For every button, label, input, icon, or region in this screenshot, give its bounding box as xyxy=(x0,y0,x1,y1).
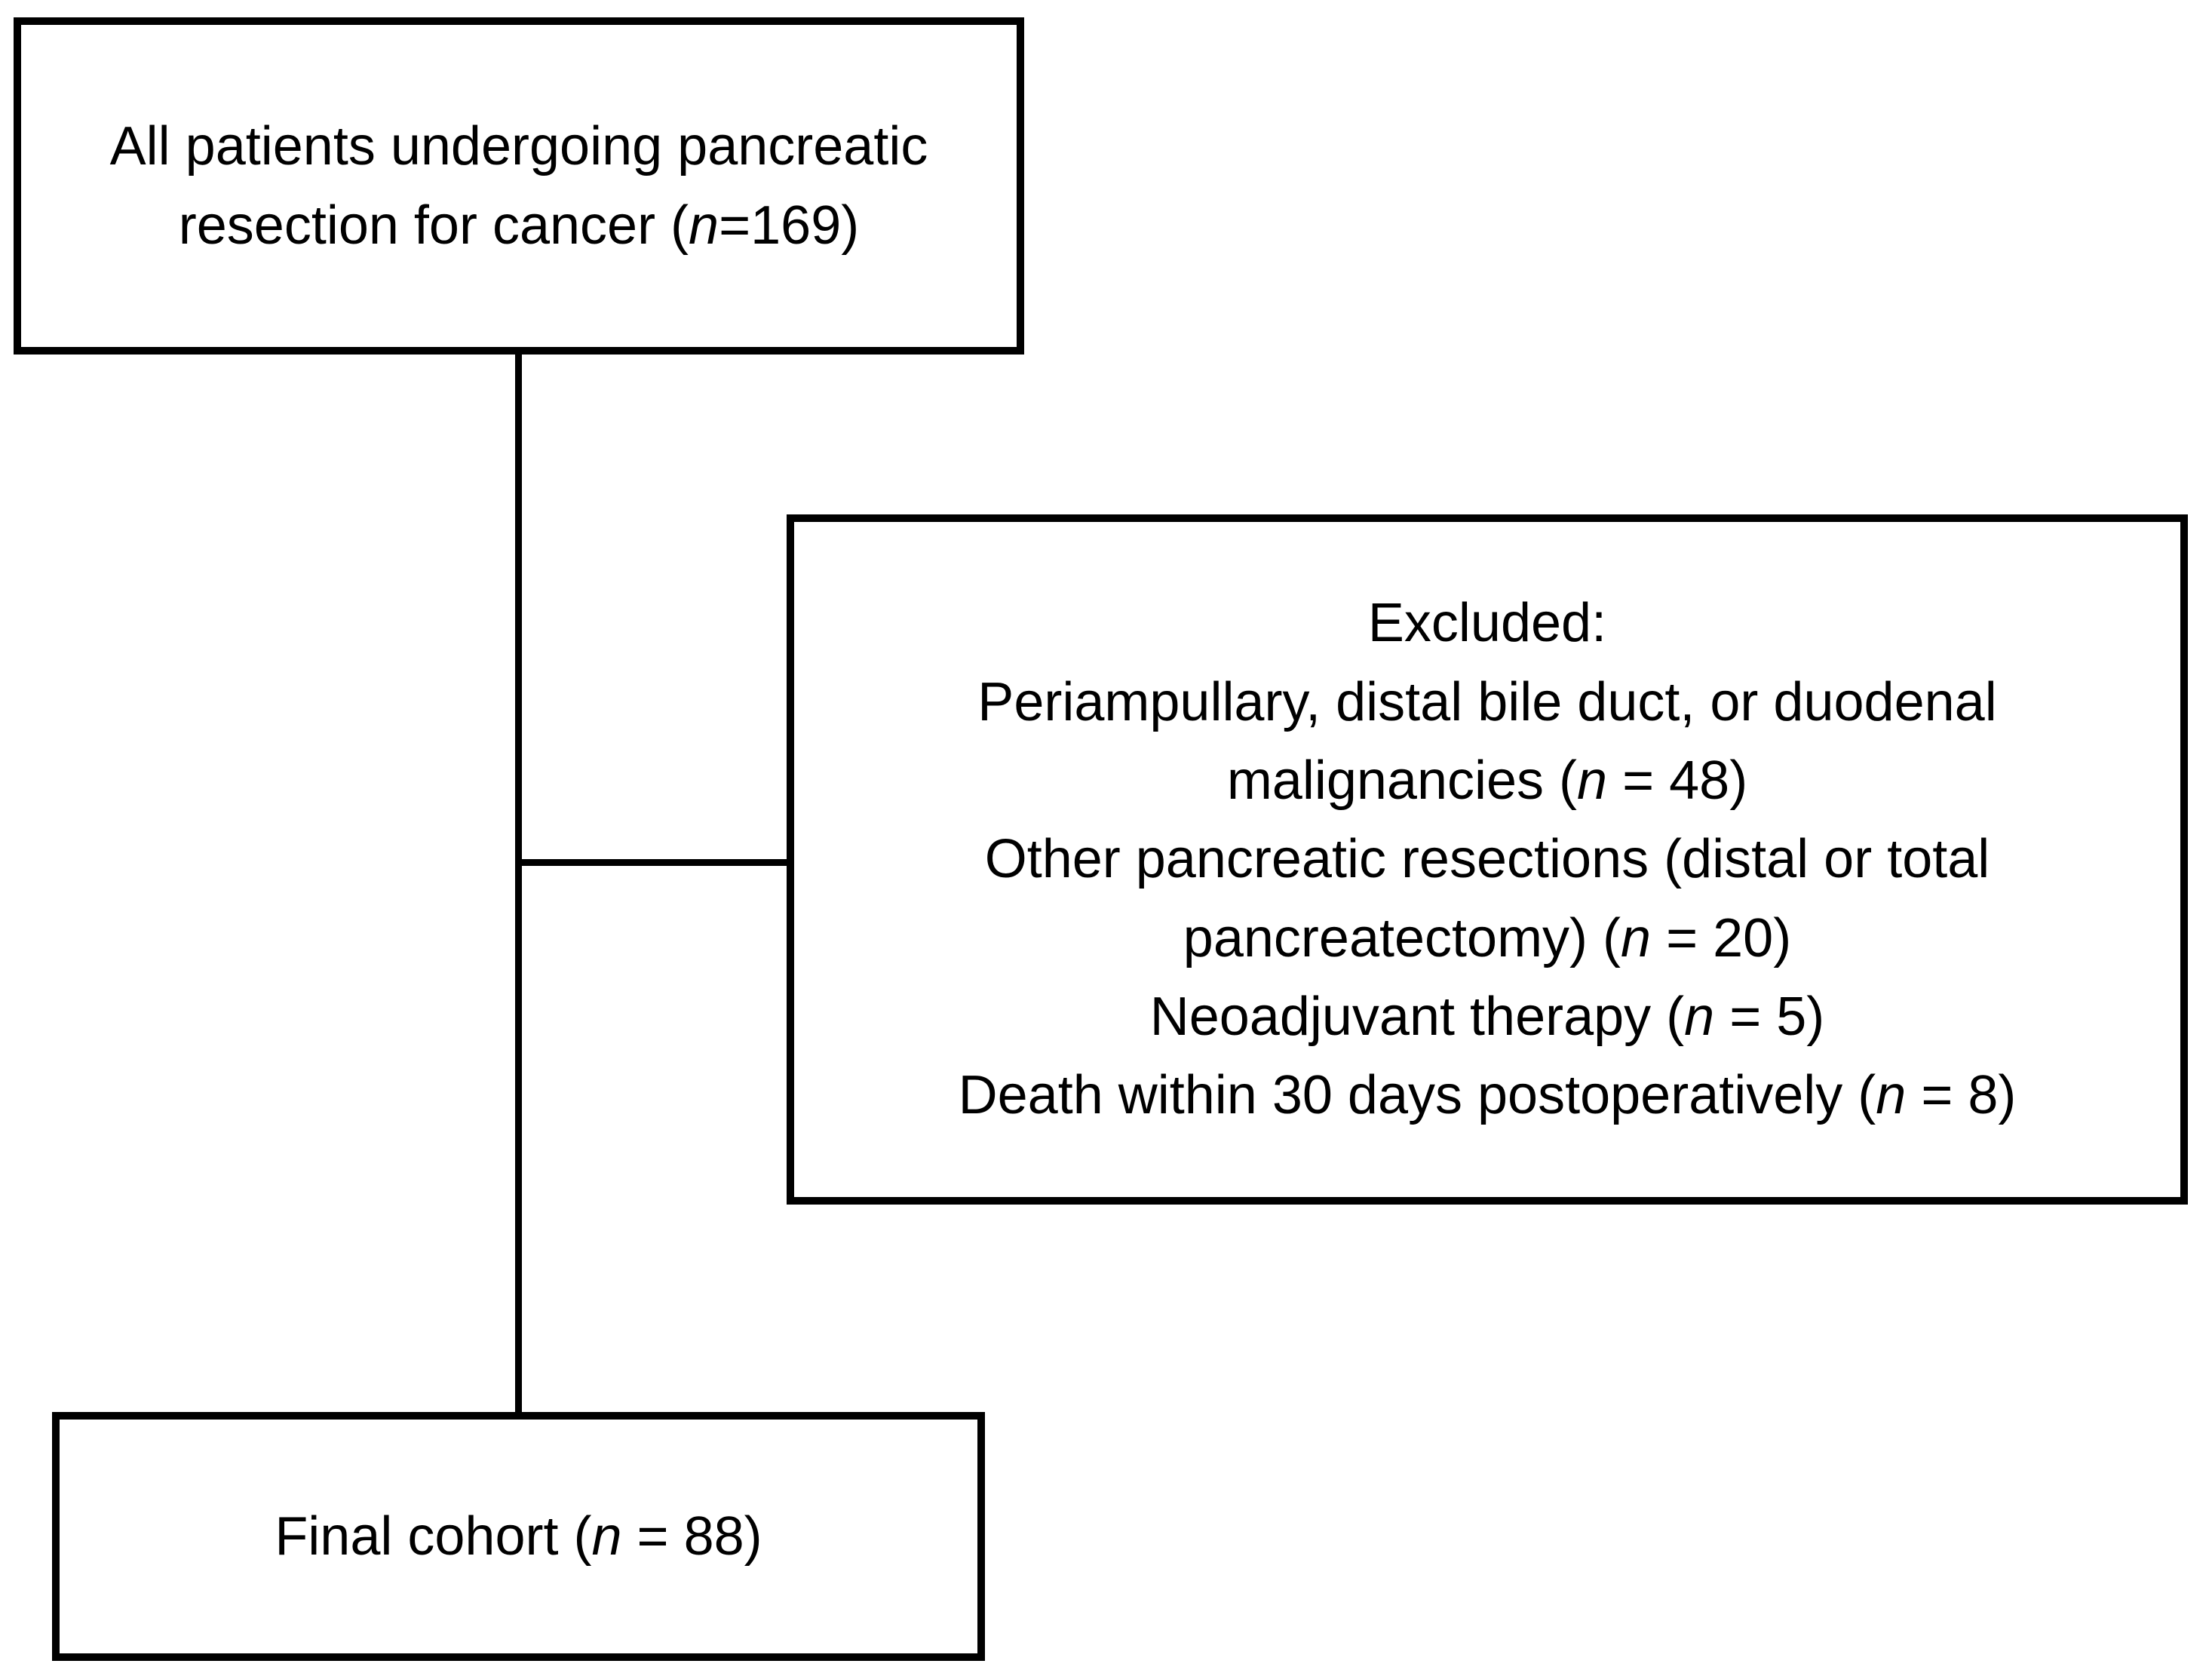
top-box-line2-suffix: =169) xyxy=(719,195,860,256)
final-box-text: Final cohort (n = 88) xyxy=(275,1497,762,1576)
top-box-n-symbol: n xyxy=(689,195,719,256)
top-box-line1: All patients undergoing pancreatic xyxy=(109,116,928,177)
excluded-item-suffix: = 5) xyxy=(1714,987,1825,1048)
excluded-item: Death within 30 days postoperatively (n … xyxy=(959,1056,2017,1134)
final-box-n-symbol: n xyxy=(591,1506,622,1567)
excluded-item-suffix: = 48) xyxy=(1607,750,1748,811)
connector-branch-line-to-excluded xyxy=(518,859,790,866)
excluded-title: Excluded: xyxy=(1367,593,1607,654)
excluded-item-text: Periampullary, distal bile duct, or duod… xyxy=(977,671,1997,811)
excluded-item-text: Neoadjuvant therapy ( xyxy=(1149,987,1685,1048)
excluded-item-suffix: = 20) xyxy=(1651,907,1792,968)
excluded-item-n-symbol: n xyxy=(1621,907,1652,968)
excluded-box: Excluded: Periampullary, distal bile duc… xyxy=(787,514,2188,1205)
top-box-text: All patients undergoing pancreatic resect… xyxy=(110,107,928,265)
connector-vertical-line xyxy=(515,355,522,1412)
top-box-all-patients: All patients undergoing pancreatic resect… xyxy=(14,17,1024,355)
final-cohort-box: Final cohort (n = 88) xyxy=(52,1412,985,1661)
excluded-item-text: Other pancreatic resections (distal or t… xyxy=(984,829,1990,968)
excluded-item-n-symbol: n xyxy=(1577,750,1608,811)
final-box-prefix: Final cohort ( xyxy=(275,1506,592,1567)
excluded-item: Neoadjuvant therapy (n = 5) xyxy=(1150,978,1825,1056)
excluded-item-n-symbol: n xyxy=(1876,1065,1907,1126)
excluded-item-text: Death within 30 days postoperatively ( xyxy=(958,1065,1876,1126)
excluded-item: Other pancreatic resections (distal or t… xyxy=(985,820,1990,978)
final-box-suffix: = 88) xyxy=(621,1506,762,1567)
top-box-line2-prefix: resection for cancer ( xyxy=(178,195,689,256)
excluded-item-suffix: = 8) xyxy=(1906,1065,2017,1126)
excluded-item-n-symbol: n xyxy=(1684,987,1715,1048)
excluded-item: Periampullary, distal bile duct, or duod… xyxy=(977,663,1996,821)
